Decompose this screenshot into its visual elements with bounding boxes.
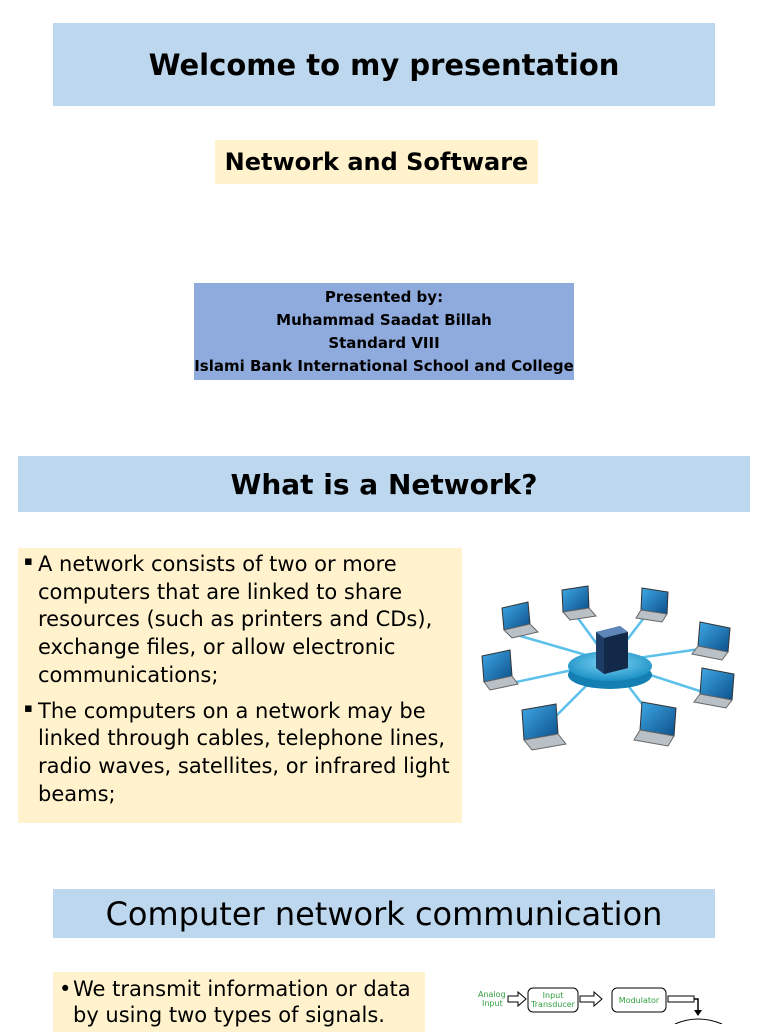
bullet-text: The computers on a network may be linked…	[38, 698, 450, 806]
presenter-info: Presented by: Muhammad Saadat Billah Sta…	[194, 283, 574, 380]
bullet-marker: ▪	[24, 554, 33, 569]
signal-block-diagram: Analog Input Input Transducer Modulator	[478, 987, 723, 1024]
network-bullet-list: ▪ A network consists of two or more comp…	[18, 548, 462, 823]
input-transducer-block	[527, 987, 579, 1013]
server-icon	[596, 626, 628, 674]
bullet-text: We transmit information or data by using…	[73, 977, 411, 1027]
analog-input-label: Input	[482, 999, 503, 1008]
signal-bullet-list: • We transmit information or data by usi…	[53, 972, 425, 1032]
presenter-school: Islami Bank International School and Col…	[194, 356, 574, 375]
bullet-marker: •	[59, 977, 72, 1001]
slide3-title: Computer network communication	[53, 889, 715, 938]
analog-input-label: Analog	[478, 990, 506, 999]
arrow-icon	[579, 990, 603, 1008]
block-label: Input	[543, 991, 564, 1000]
block-label: Transducer	[530, 1000, 576, 1009]
laptop-icon	[693, 667, 735, 709]
laptop-icon	[481, 649, 519, 691]
block-label: Modulator	[619, 996, 660, 1005]
laptop-icon	[635, 587, 669, 623]
arrow-icon	[507, 990, 527, 1008]
laptop-icons	[481, 585, 735, 751]
list-item: ▪ The computers on a network may be link…	[24, 698, 452, 809]
laptop-icon	[501, 601, 539, 639]
laptop-icon	[521, 703, 567, 751]
presenter-label: Presented by:	[324, 287, 444, 306]
laptop-icon	[561, 585, 597, 621]
laptop-icon	[633, 701, 677, 747]
bullet-marker: ▪	[24, 700, 33, 716]
slide1-title: Welcome to my presentation	[53, 23, 715, 106]
presenter-standard: Standard VIII	[328, 333, 440, 352]
slide2-title: What is a Network?	[18, 456, 750, 512]
slide1-subtitle: Network and Software	[215, 140, 538, 184]
presenter-name: Muhammad Saadat Billah	[276, 310, 492, 329]
list-item: ▪ A network consists of two or more comp…	[24, 551, 452, 690]
arrow-icon	[667, 995, 695, 1003]
modulator-block	[611, 987, 667, 1013]
network-illustration	[481, 585, 735, 751]
arrow-icon	[694, 1010, 702, 1016]
list-item: • We transmit information or data by usi…	[59, 976, 417, 1028]
bullet-text: A network consists of two or more comput…	[38, 552, 433, 687]
laptop-icon	[691, 621, 731, 661]
